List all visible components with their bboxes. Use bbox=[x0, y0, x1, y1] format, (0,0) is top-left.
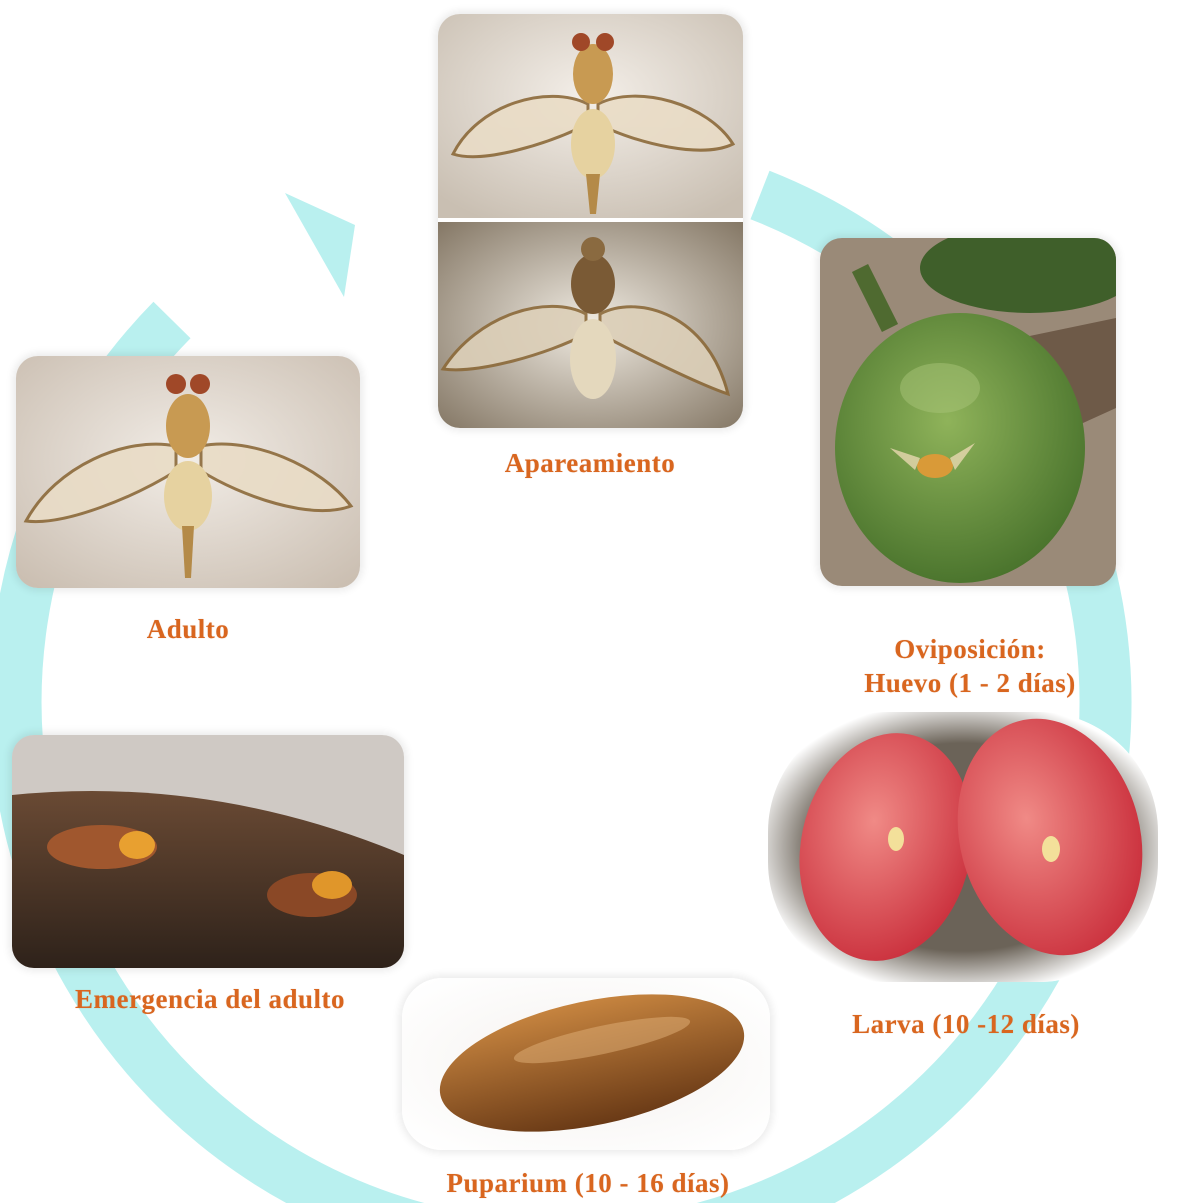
mating-label: Apareamiento bbox=[440, 446, 740, 480]
oviposition-label: Oviposición: Huevo (1 - 2 días) bbox=[820, 632, 1120, 700]
adult-label: Adulto bbox=[88, 612, 288, 646]
puparium-photo bbox=[402, 978, 770, 1150]
puparium-label: Puparium (10 - 16 días) bbox=[388, 1166, 788, 1200]
mating-photo bbox=[438, 14, 743, 428]
adult-photo bbox=[16, 356, 360, 588]
cycle-arrowhead bbox=[285, 193, 355, 297]
larva-photo bbox=[768, 712, 1158, 982]
emergence-label: Emergencia del adulto bbox=[30, 982, 390, 1016]
larva-label: Larva (10 -12 días) bbox=[816, 1007, 1116, 1041]
oviposition-photo bbox=[820, 238, 1116, 586]
emergence-photo bbox=[12, 735, 404, 968]
